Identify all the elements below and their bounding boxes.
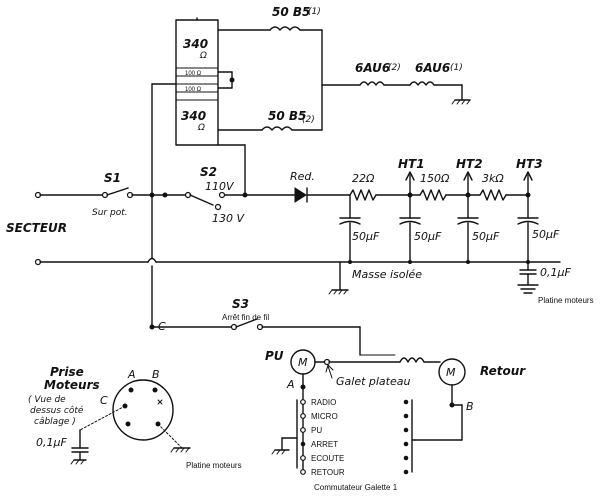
resistor-22 [349, 189, 377, 201]
label-c-node: C [158, 320, 166, 333]
label-ht3: HT3 [516, 157, 543, 171]
commutator-retour: RETOUR [311, 468, 345, 477]
label-prise-1: Prise [50, 365, 84, 379]
label-s1: S1 [104, 171, 121, 185]
ground-6au6 [451, 99, 471, 105]
mains-line [34, 171, 533, 211]
tube-50b5-2-filament [261, 126, 293, 131]
motor-circuit [149, 194, 466, 441]
label-50b5-1: 50 B5 [272, 5, 310, 19]
label-ht2: HT2 [456, 157, 483, 171]
label-secteur: SECTEUR [6, 221, 67, 235]
tube-6au6-1-filament [409, 81, 435, 86]
label-s3-sub: Arrêt fin de fil [222, 313, 269, 322]
resistor-3k [479, 189, 507, 201]
label-6au6-1-num: (1) [450, 63, 463, 73]
return-line [34, 257, 561, 295]
filter-capacitors [339, 194, 539, 263]
label-res-100-a: 100 Ω [185, 71, 202, 77]
label-cap01-left: 0,1μF [36, 436, 67, 449]
label-cap01-right: 0,1μF [540, 266, 571, 279]
label-s2-110: 110V [205, 180, 235, 193]
galet-coil [399, 357, 425, 363]
label-r3k: 3kΩ [482, 172, 504, 185]
label-commutateur: Commutateur Galette 1 [314, 483, 398, 492]
label-retour: Retour [480, 364, 526, 378]
label-s1-sub: Sur pot. [92, 208, 128, 218]
label-50b5-2: 50 B5 [268, 109, 306, 123]
ht3-arrow [523, 171, 533, 181]
label-platine-left: Platine moteurs [186, 461, 242, 470]
tube-6au6-2-filament [359, 81, 385, 86]
label-r150: 150Ω [420, 172, 450, 185]
label-res-100-b: 100 Ω [185, 87, 202, 93]
label-b-node: B [466, 400, 474, 413]
label-prise-c: C [100, 394, 108, 407]
label-res-340-bot-unit: Ω [197, 123, 205, 133]
label-prise-b: B [152, 368, 160, 381]
commutator-galette [271, 388, 463, 475]
label-masse: Masse isolée [352, 268, 422, 281]
label-6au6-2: 6AU6 [355, 61, 390, 75]
label-m-left: M [298, 356, 308, 369]
label-redr: Red. [290, 170, 315, 183]
label-s2: S2 [200, 165, 217, 179]
label-cap2: 50μF [414, 230, 442, 243]
label-res-340-bot: 340 [181, 109, 206, 123]
label-platine-right: Platine moteurs [538, 296, 594, 305]
label-a-node: A [286, 378, 295, 391]
tube-50b5-1-filament [269, 26, 301, 31]
commutator-arret: ARRET [311, 440, 338, 449]
label-6au6-2-num: (2) [388, 63, 401, 73]
label-cap3: 50μF [472, 230, 500, 243]
label-50b5-2-num: (2) [302, 115, 315, 125]
label-vue-3: câblage ) [34, 417, 76, 427]
label-vue-2: dessus côté [30, 405, 84, 416]
label-cap4: 50μF [532, 228, 560, 241]
label-res-340-top: 340 [183, 37, 208, 51]
label-r22: 22Ω [352, 172, 375, 185]
label-pu: PU [265, 349, 284, 363]
rectifier-diode [294, 187, 308, 203]
ht1-arrow [405, 171, 415, 181]
label-vue-1: ( Vue de [28, 395, 66, 405]
commutator-micro: MICRO [311, 412, 338, 421]
commutator-pu: PU [311, 426, 322, 435]
label-s2-130: 130 V [212, 212, 245, 225]
ht2-arrow [463, 171, 473, 181]
label-m-right: M [446, 366, 456, 379]
label-s3: S3 [232, 297, 249, 311]
label-prise-2: Moteurs [44, 378, 100, 392]
resistor-150 [419, 189, 447, 201]
label-ht1: HT1 [398, 157, 425, 171]
label-50b5-1-num: (1) [308, 7, 321, 17]
label-prise-a: A [127, 368, 136, 381]
label-res-340-top-unit: Ω [199, 51, 207, 61]
filament-chain [151, 17, 471, 196]
label-6au6-1: 6AU6 [415, 61, 450, 75]
label-galet: Galet plateau [336, 375, 410, 388]
commutator-radio: RADIO [311, 398, 336, 407]
motor-socket [70, 379, 191, 465]
commutator-ecoute: ECOUTE [311, 454, 344, 463]
label-cap1: 50μF [352, 230, 380, 243]
